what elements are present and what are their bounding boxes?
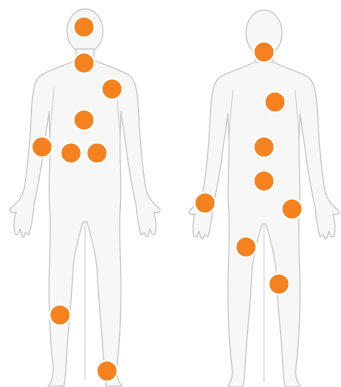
marker-left-thigh[interactable] — [236, 237, 257, 258]
marker-right-abdomen[interactable] — [87, 143, 108, 164]
marker-right-shoulder[interactable] — [102, 79, 123, 100]
marker-right-hip[interactable] — [282, 199, 303, 220]
marker-mid-back[interactable] — [254, 137, 275, 158]
marker-head[interactable] — [74, 17, 95, 38]
marker-left-abdomen[interactable] — [61, 143, 82, 164]
marker-left-hand[interactable] — [195, 193, 216, 214]
marker-chest[interactable] — [74, 110, 95, 131]
marker-right-calf[interactable] — [269, 274, 290, 295]
marker-left-shin[interactable] — [50, 305, 71, 326]
marker-left-ankle[interactable] — [97, 361, 118, 382]
marker-upper-back[interactable] — [265, 92, 286, 113]
marker-left-upper-arm[interactable] — [32, 137, 53, 158]
marker-lower-back[interactable] — [254, 171, 275, 192]
marker-neck[interactable] — [74, 53, 95, 74]
marker-upper-neck[interactable] — [254, 42, 275, 63]
